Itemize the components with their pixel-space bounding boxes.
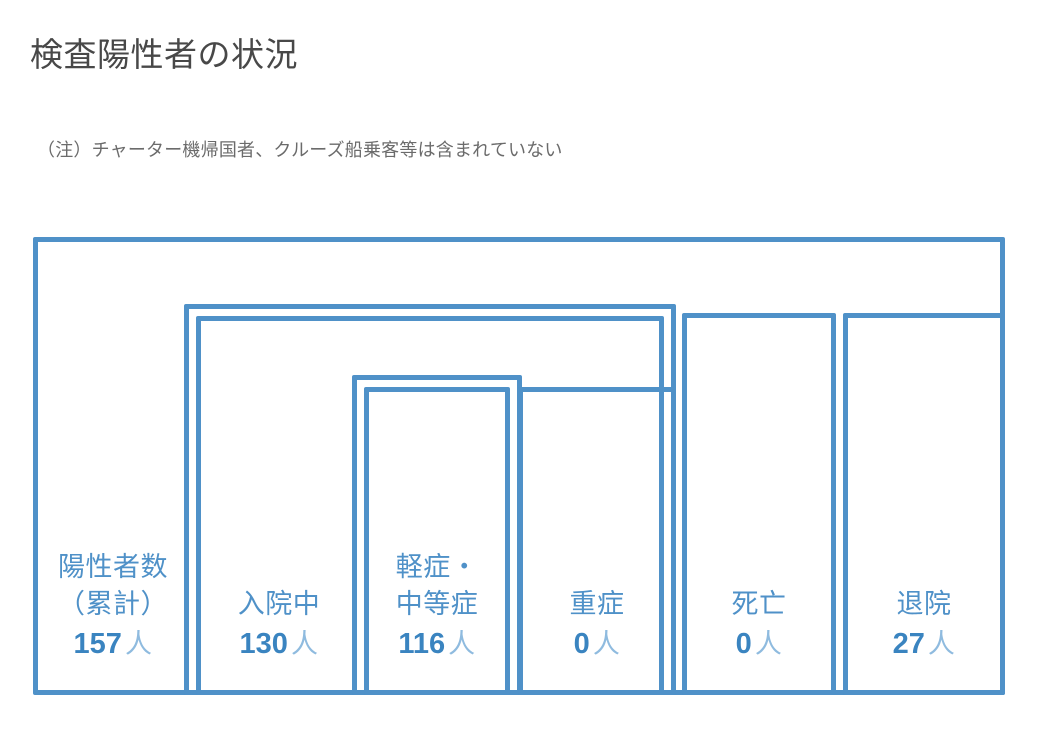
box-number-positive-total: 157 — [73, 628, 122, 660]
box-unit-severe: 人 — [592, 629, 621, 659]
box-unit-mild-moderate: 人 — [448, 629, 476, 659]
box-unit-positive-total: 人 — [124, 629, 153, 659]
page-note: （注）チャーター機帰国者、クルーズ船乗客等は含まれていない — [37, 140, 563, 160]
box-unit-hospitalized: 人 — [290, 629, 319, 659]
box-label-discharged: 退院 — [896, 589, 952, 619]
box-label-deaths: 死亡 — [731, 589, 787, 619]
box-number-mild-moderate: 116 — [398, 628, 446, 660]
box-number-discharged: 27 — [892, 628, 925, 660]
box-label-mild-moderate: 軽症・ 中等症 — [395, 552, 479, 619]
box-number-deaths: 0 — [735, 628, 752, 660]
box-label-hospitalized: 入院中 — [237, 589, 321, 619]
box-unit-deaths: 人 — [754, 629, 783, 659]
page-title: 検査陽性者の状況 — [30, 36, 298, 73]
box-label-positive-total: 陽性者数 （累計） — [58, 552, 168, 619]
box-number-hospitalized: 130 — [239, 628, 288, 660]
box-unit-discharged: 人 — [927, 629, 956, 659]
box-number-severe: 0 — [573, 628, 590, 660]
box-label-severe: 重症 — [569, 589, 625, 619]
